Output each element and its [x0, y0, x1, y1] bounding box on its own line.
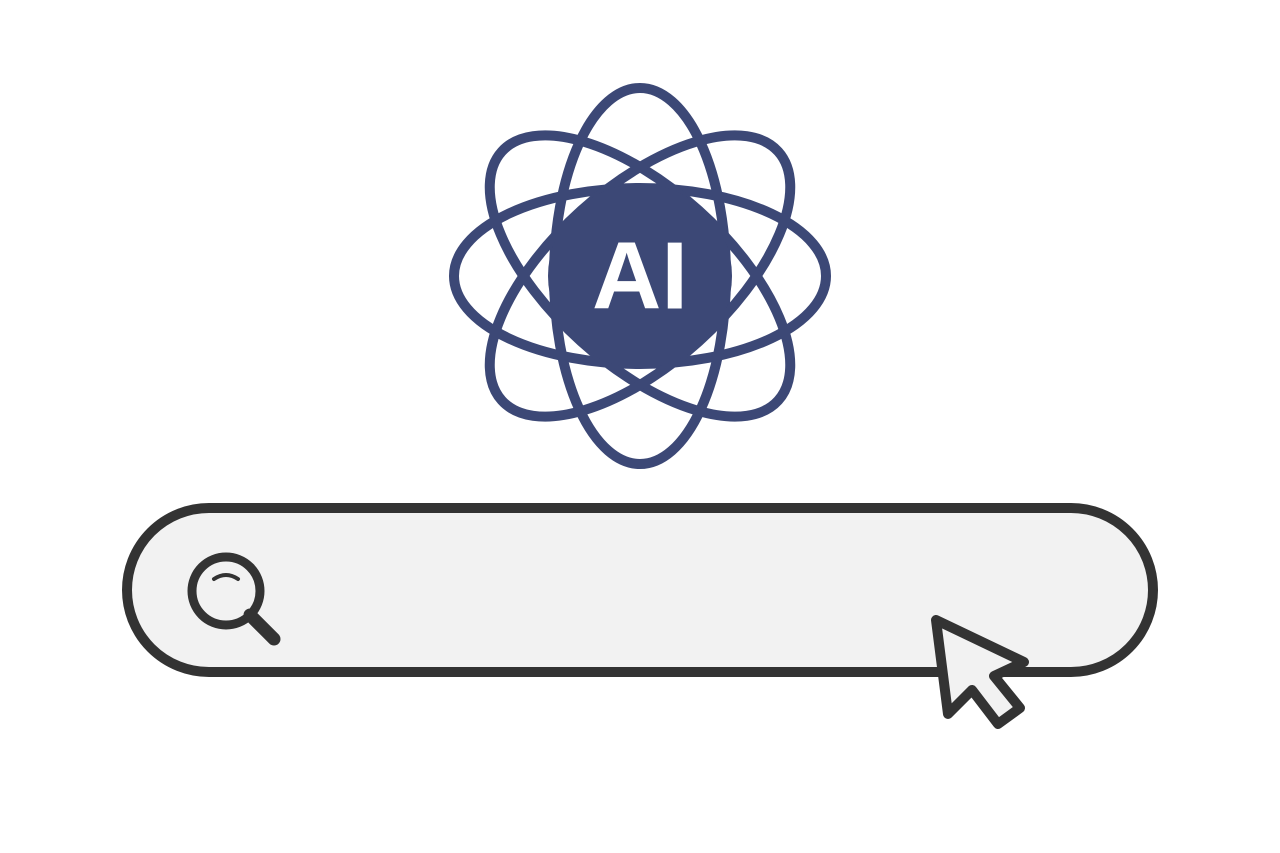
atom-nucleus — [548, 184, 732, 368]
mouse-pointer-icon — [931, 615, 1029, 729]
search-icon — [187, 552, 281, 646]
ai-logo-text: AI — [592, 223, 688, 330]
search-input[interactable] — [292, 553, 996, 629]
atom-icon: AI — [449, 83, 831, 469]
